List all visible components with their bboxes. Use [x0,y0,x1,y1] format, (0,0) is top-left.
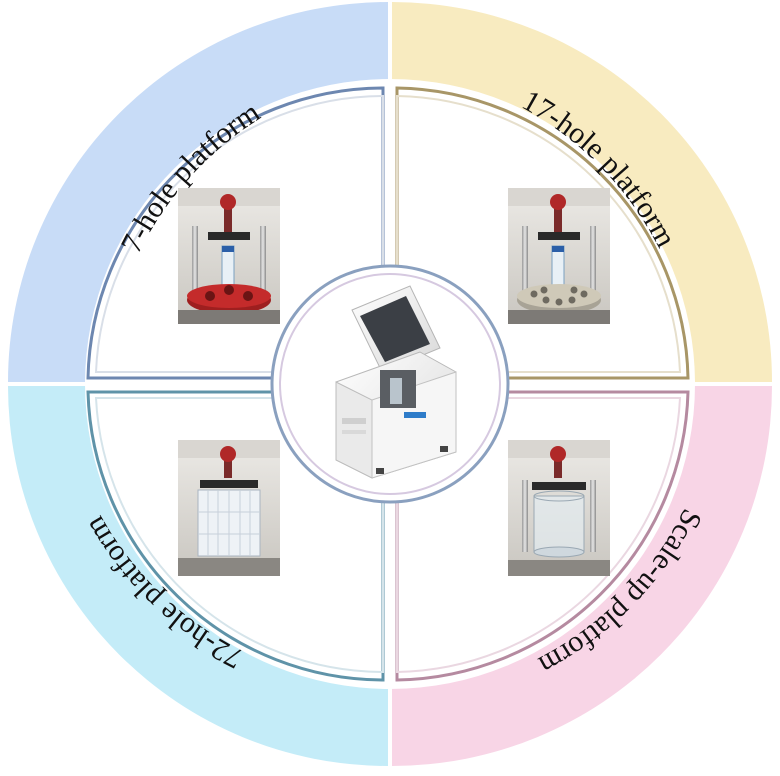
72-hole-platform-photo [178,440,280,576]
instrument-photo [335,285,457,479]
17-hole-platform-photo [508,188,610,324]
scale-up-platform-photo [508,440,610,576]
7-hole-platform-photo [178,188,280,324]
inner-frames [86,86,690,682]
